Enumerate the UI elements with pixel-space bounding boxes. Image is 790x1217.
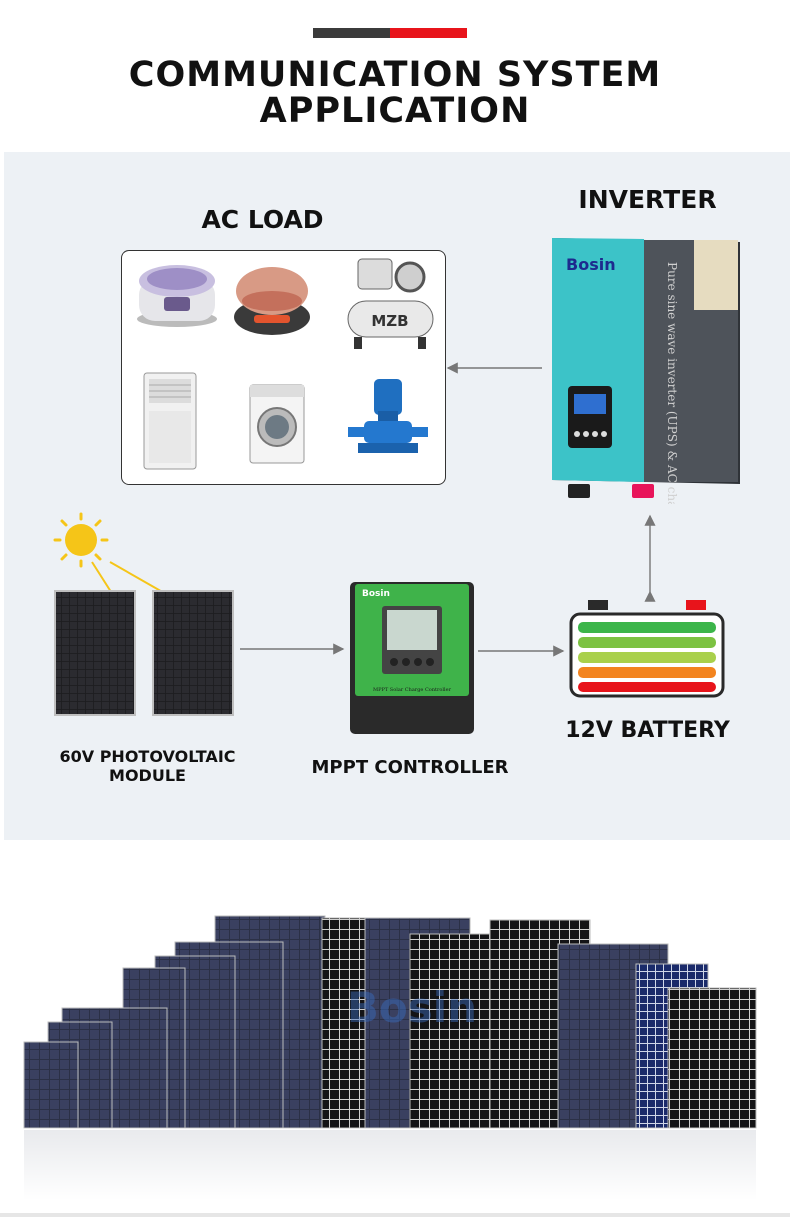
air-compressor-icon: MZB: [347, 258, 434, 349]
mppt-controller-label: MPPT CONTROLLER: [311, 757, 509, 778]
page-title: COMMUNICATION SYSTEM APPLICATION: [0, 57, 790, 129]
controller-caption: MPPT Solar Charge Controller: [373, 687, 452, 693]
sun-icon: [53, 512, 109, 568]
battery-label: 12V BATTERY: [565, 718, 730, 743]
header-accent-bar: [313, 28, 467, 38]
inverter-label: INVERTER: [578, 185, 717, 214]
ac-load-box: MZB: [121, 250, 446, 485]
solar-panel-right: [152, 590, 234, 716]
ac-load-label: AC LOAD: [201, 205, 324, 234]
gallery-watermark: Bosin: [347, 983, 477, 1032]
gallery-panels: Bosin: [23, 915, 757, 1129]
inverter-brand: Bosin: [566, 255, 616, 274]
accent-bar-dark: [313, 28, 390, 38]
mppt-controller-device: Bosin MPPT Solar Charge Controller: [350, 582, 474, 734]
solar-panels-gallery: Bosin: [0, 915, 790, 1200]
pv-module-label-line-1: 60V PHOTOVOLTAIC: [59, 747, 236, 766]
water-pump-icon: [348, 379, 428, 453]
air-conditioner-icon: [143, 372, 197, 470]
rice-cooker-icon: [137, 265, 217, 327]
inverter-device: Bosin Pure sine wave inverter (UPS) & AC…: [552, 238, 740, 504]
battery-device: [569, 600, 725, 698]
bottom-divider: [0, 1213, 790, 1217]
accent-bar-red: [390, 28, 467, 38]
title-line-2: APPLICATION: [259, 91, 531, 131]
solar-panel-left: [54, 590, 136, 716]
sun-rays: [53, 512, 181, 607]
pv-module-panels: [54, 590, 234, 716]
pv-module-label-line-2: MODULE: [109, 766, 186, 785]
title-line-1: COMMUNICATION SYSTEM: [128, 55, 662, 95]
ac-load-appliances: MZB: [137, 258, 434, 470]
electric-griddle-icon: [234, 267, 310, 335]
compressor-brand: MZB: [371, 312, 408, 330]
inverter-side-text: Pure sine wave inverter (UPS) & AC charg…: [665, 262, 679, 504]
pv-module-label: 60V PHOTOVOLTAIC MODULE: [40, 747, 255, 785]
washing-machine-icon: [249, 384, 305, 464]
controller-brand: Bosin: [362, 589, 390, 599]
